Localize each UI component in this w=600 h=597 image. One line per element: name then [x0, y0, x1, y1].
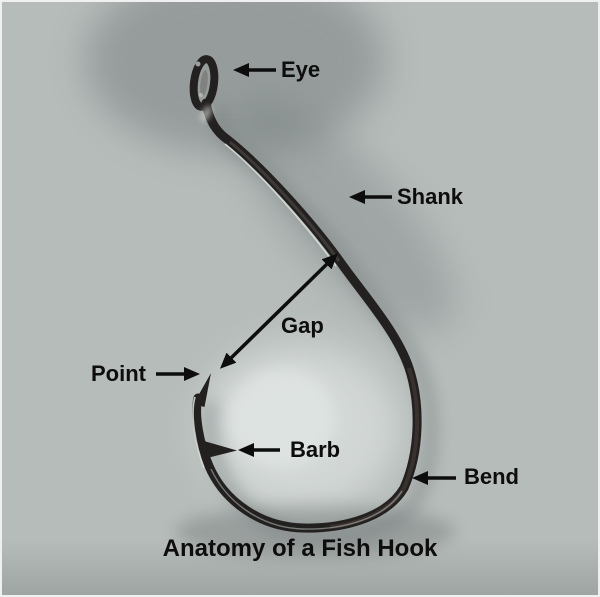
eye-glint-bottom	[199, 93, 203, 97]
hook-eye-hole	[200, 70, 208, 96]
neck-glint	[200, 105, 212, 123]
diagram-title: Anatomy of a Fish Hook	[162, 535, 438, 562]
shank-metal-tone	[229, 140, 341, 262]
bend-label: Bend	[464, 464, 519, 489]
hook-point-tip	[193, 373, 211, 407]
hook-barb-spur	[197, 439, 237, 459]
hook-bowl-highlight-core	[227, 368, 337, 468]
barb-label: Barb	[290, 437, 341, 462]
gap-arrow	[219, 253, 339, 369]
point-label: Point	[91, 361, 146, 386]
eye-label: Eye	[281, 57, 321, 82]
point-highlight-edge	[192, 396, 205, 469]
hook-eye	[189, 55, 219, 111]
bottom-vignette	[0, 540, 600, 597]
shank-shadow-band	[235, 99, 455, 331]
eye-glint-top	[195, 61, 201, 67]
gap-label: Gap	[281, 313, 324, 338]
bottom-arc-highlight-edge	[210, 468, 403, 530]
shank-label: Shank	[397, 184, 464, 209]
shank-highlight-edge	[224, 143, 337, 267]
